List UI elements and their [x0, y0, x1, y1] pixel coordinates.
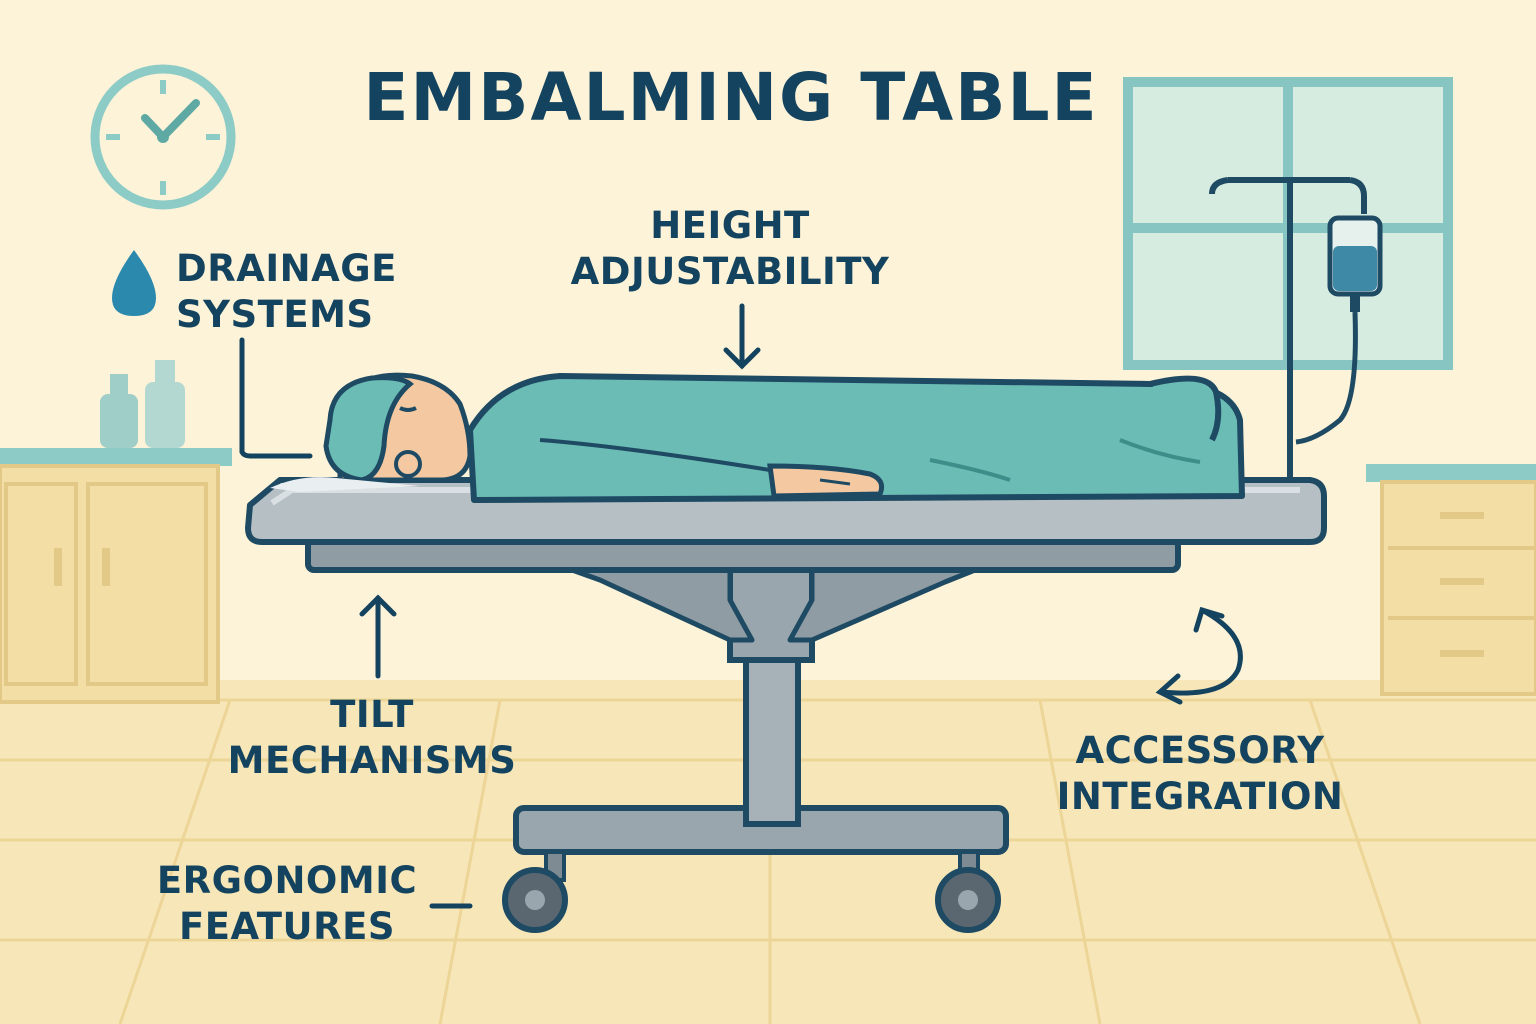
height-label-line-2: ADJUSTABILITY	[570, 250, 890, 293]
page-title: EMBALMING TABLE	[363, 59, 1099, 136]
iv-bag-icon	[1209, 177, 1383, 505]
ergonomic-label: ERGONOMIC FEATURES	[146, 858, 428, 950]
accessory-label-line-1: ACCESSORY	[1075, 729, 1325, 772]
wall-clock-icon	[90, 64, 236, 210]
right-cabinet	[1366, 464, 1536, 696]
callout-lines	[239, 303, 1243, 909]
ergonomic-label-line-2: FEATURES	[178, 905, 395, 948]
accessory-label-line-2: INTEGRATION	[1056, 775, 1344, 818]
accessory-label: ACCESSORY INTEGRATION	[1050, 728, 1350, 820]
table-column	[569, 557, 978, 827]
drainage-label: DRAINAGE SYSTEMS	[176, 246, 397, 338]
tilt-arrow	[359, 594, 397, 679]
left-cabinet	[0, 360, 232, 704]
covered-body	[467, 373, 1245, 503]
height-arrow	[723, 303, 761, 370]
drainage-label-line-1: DRAINAGE	[176, 247, 397, 290]
height-label-line-1: HEIGHT	[650, 204, 810, 247]
drainage-label-line-2: SYSTEMS	[176, 293, 374, 336]
drainage-leader	[239, 337, 313, 459]
head	[270, 372, 473, 492]
ergonomic-label-line-1: ERGONOMIC	[156, 859, 418, 902]
tilt-label: TILT MECHANISMS	[222, 692, 522, 784]
height-label: HEIGHT ADJUSTABILITY	[560, 203, 900, 295]
water-drop-icon	[112, 250, 156, 316]
tilt-label-line-2: MECHANISMS	[227, 739, 517, 782]
accessory-arrow	[1155, 606, 1243, 705]
tilt-label-line-1: TILT	[330, 693, 414, 736]
